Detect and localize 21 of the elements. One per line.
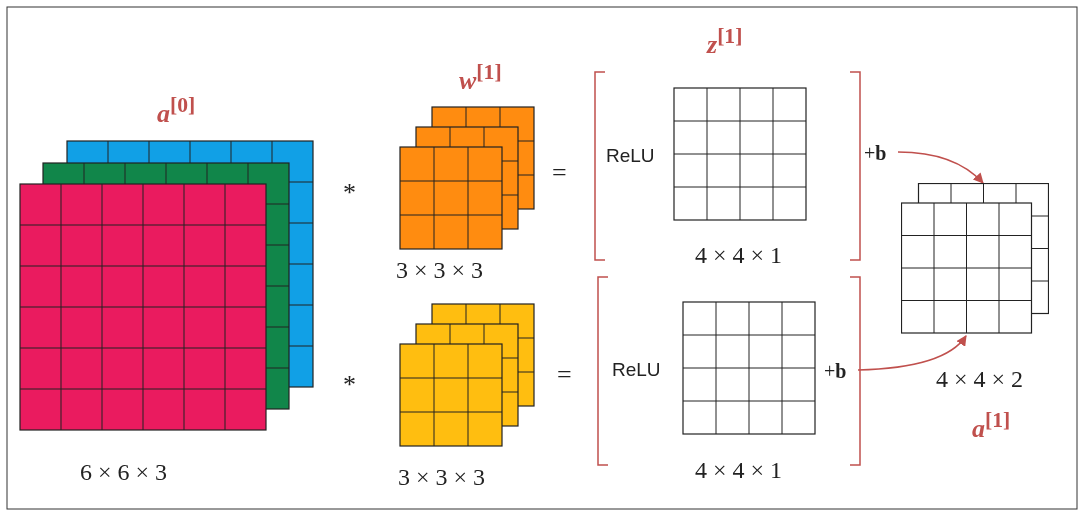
dimension-label: 3 × 3 × 3 [398,465,486,489]
function-label: ReLU [612,360,661,379]
bias-term: +b [824,358,858,384]
function-label: ReLU [606,146,655,165]
bias-term: +b [864,140,898,166]
equals-sign: = [557,362,572,388]
layer-label: z$^{[1]}$ [707,26,743,58]
output-volume-drawing [901,183,1049,336]
activation-label: a$^{[1]}$ [972,410,1011,442]
equals-sign: = [552,160,567,186]
dimension-label: 4 × 4 × 1 [695,243,783,267]
dimension-label: 3 × 3 × 3 [396,258,484,282]
dimension-label: 6 × 6 × 3 [80,460,168,484]
convolution-operator: * [343,372,356,398]
activation-label: a$^{[0]}$ [157,95,196,127]
convolution-operator: * [343,180,356,206]
arrow [897,151,984,184]
dimension-label: 4 × 4 × 2 [936,367,1024,391]
weight-label: w$^{[1]}$ [459,62,502,94]
dimension-label: 4 × 4 × 1 [695,458,783,482]
arrow [857,335,967,371]
